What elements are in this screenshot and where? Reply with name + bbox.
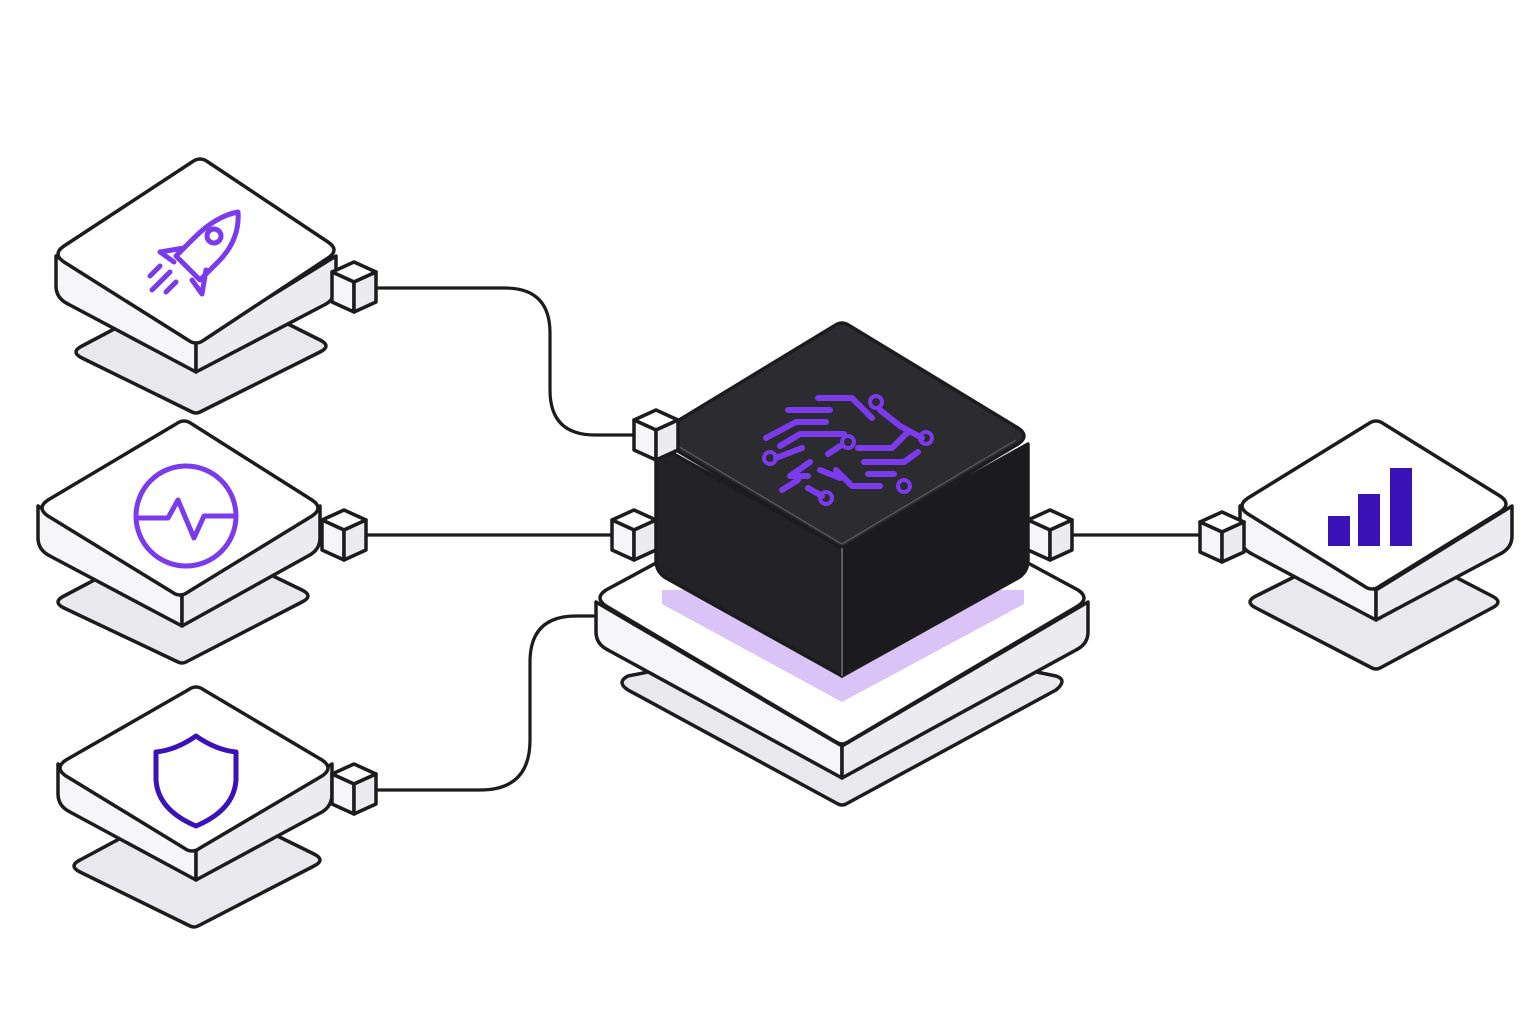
edge-security-to-hub bbox=[376, 614, 602, 792]
hub-platform-front-right bbox=[840, 600, 1090, 780]
rocket-icon bbox=[147, 209, 241, 297]
hub-cube-front-right bbox=[840, 442, 1030, 678]
node-front-right bbox=[1374, 504, 1514, 622]
port-cube bbox=[610, 508, 658, 562]
port-cube bbox=[1026, 508, 1074, 562]
neural-circuit-icon bbox=[762, 394, 934, 506]
node-analytics[interactable] bbox=[1198, 419, 1514, 671]
node-front-left bbox=[36, 504, 184, 628]
edge-rocket-to-hub bbox=[376, 286, 642, 437]
heartbeat-pulse-icon bbox=[133, 463, 239, 569]
port-cube bbox=[632, 408, 680, 462]
shield-icon bbox=[153, 733, 239, 829]
port-cube bbox=[330, 762, 378, 816]
port-cube bbox=[320, 508, 368, 562]
connectors bbox=[364, 286, 1207, 792]
port-cube bbox=[330, 260, 378, 314]
node-front-right bbox=[180, 504, 322, 628]
node-security[interactable] bbox=[56, 685, 378, 929]
hub-cube-front-left bbox=[654, 442, 844, 678]
hub-platform-front-left bbox=[594, 600, 844, 780]
node-rocket[interactable] bbox=[54, 157, 378, 415]
port-cube bbox=[1198, 510, 1246, 564]
bar-chart-icon bbox=[1328, 468, 1412, 546]
node-top bbox=[58, 685, 330, 853]
node-top bbox=[56, 157, 336, 345]
hub[interactable] bbox=[594, 321, 1090, 807]
node-front-left bbox=[54, 254, 198, 374]
node-activity[interactable] bbox=[36, 419, 368, 665]
hub-cube-rim-highlight bbox=[667, 439, 1017, 545]
